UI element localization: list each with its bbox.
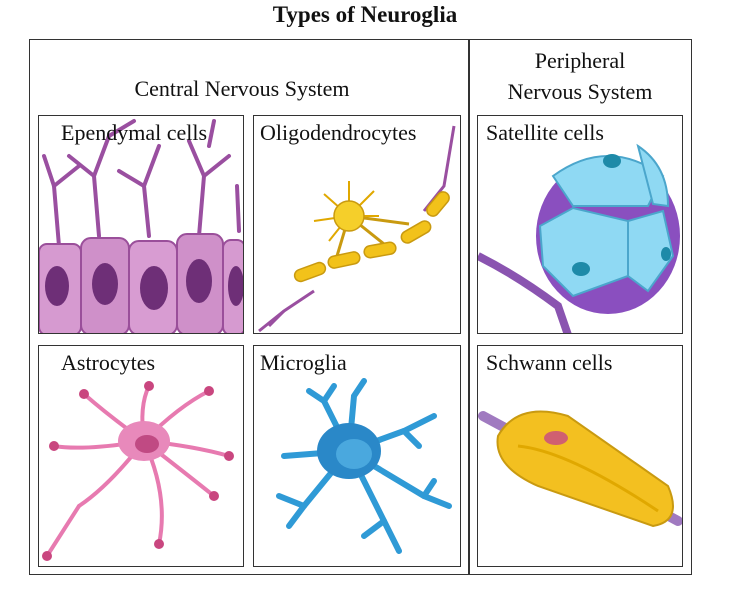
pns-label-line1: Peripheral (534, 48, 626, 73)
cns-pns-divider (468, 39, 470, 575)
satellite-cell-panel: Satellite cells (477, 115, 683, 334)
schwann-cell-panel: Schwann cells (477, 345, 683, 567)
pns-label-line2: Nervous System (507, 79, 653, 104)
satellite-label: Satellite cells (486, 120, 604, 145)
ependymal-cell-panel: Ependymal cells (38, 115, 244, 334)
cns-label: Central Nervous System (134, 76, 350, 101)
schwann-cell-illustration (478, 410, 682, 528)
ependymal-label: Ependymal cells (61, 120, 208, 145)
oligodendrocytes-label: Oligodendrocytes (260, 120, 417, 145)
microglia-label: Microglia (260, 350, 347, 375)
satellite-cells-illustration (478, 143, 680, 333)
microglia-panel: Microglia (253, 345, 461, 567)
microglia-illustration (276, 378, 452, 554)
ependymal-cells-illustration (39, 119, 243, 333)
outer-frame (29, 39, 692, 575)
schwann-label: Schwann cells (486, 350, 613, 375)
oligodendrocyte-panel: Oligodendrocytes (253, 115, 461, 334)
oligodendrocyte-illustration (258, 125, 456, 333)
astrocyte-panel: Astrocytes (38, 345, 244, 567)
astrocyte-illustration (42, 381, 234, 561)
astrocytes-label: Astrocytes (61, 350, 156, 375)
pns-label: Peripheral Nervous System (470, 45, 690, 107)
diagram-title: Types of Neuroglia (272, 2, 458, 27)
